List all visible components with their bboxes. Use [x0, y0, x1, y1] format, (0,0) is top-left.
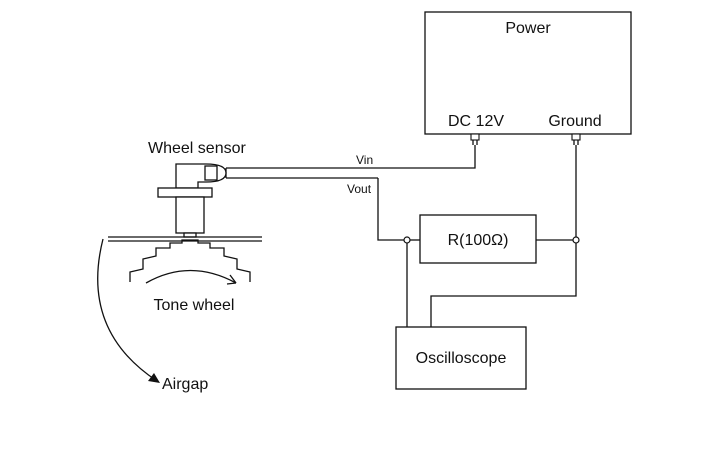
ground-terminal — [571, 133, 581, 145]
tone-wheel-label: Tone wheel — [154, 297, 235, 314]
vout-label: Vout — [347, 182, 372, 196]
resistor-box — [419, 214, 537, 264]
vin-label: Vin — [356, 153, 373, 167]
airgap-lines — [108, 236, 262, 242]
sensor-cable — [225, 167, 378, 179]
vout-wire — [377, 178, 405, 241]
wheel-sensor-icon — [157, 163, 227, 238]
resistor-label: R(100Ω) — [448, 232, 509, 249]
oscilloscope-box — [395, 326, 527, 390]
right-junction — [572, 236, 580, 244]
probe-wire-right — [430, 243, 577, 327]
airgap-arrow — [97, 238, 160, 383]
power-label: Power — [505, 20, 551, 37]
ground-label: Ground — [548, 113, 601, 130]
dc-12v-label: DC 12V — [448, 113, 504, 130]
vin-wire — [378, 145, 476, 169]
airgap-label: Airgap — [162, 376, 208, 393]
left-junction — [403, 236, 411, 244]
oscilloscope-label: Oscilloscope — [416, 350, 507, 367]
tone-wheel-icon — [129, 239, 251, 285]
dc-terminal — [470, 133, 480, 145]
wheel-sensor-label: Wheel sensor — [148, 140, 246, 157]
power-box — [424, 11, 632, 135]
